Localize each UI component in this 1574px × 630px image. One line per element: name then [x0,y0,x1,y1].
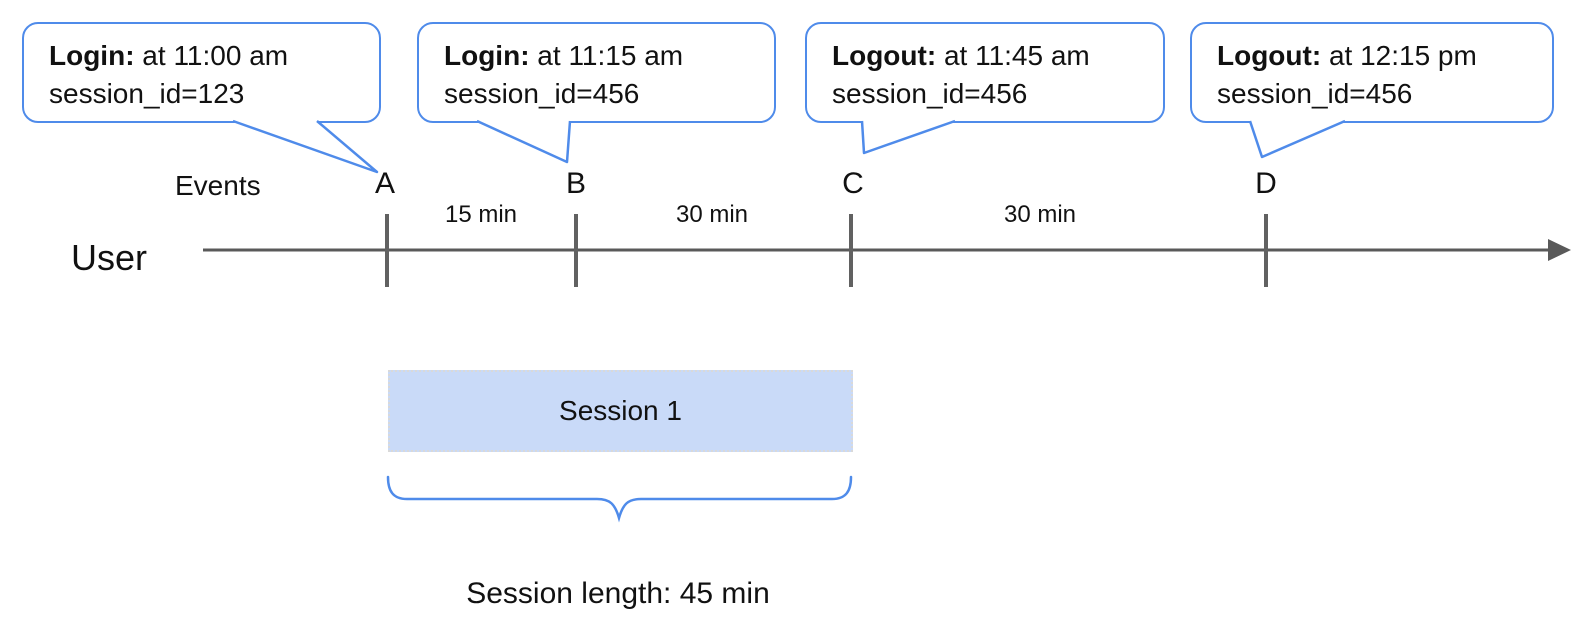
event-time-text: at 12:15 pm [1321,40,1477,71]
user-row-label: User [71,237,148,278]
event-time-text: at 11:00 am [134,40,289,71]
event-label-a: A [374,167,396,200]
event-callout-b: Login: at 11:15 am session_id=456 [417,22,776,123]
session-id-text: session_id=456 [832,78,1028,109]
session-id-text: session_id=456 [444,78,640,109]
callout-line-1: Login: at 11:00 am [49,37,359,75]
interval-label-cd: 30 min [1003,201,1077,228]
event-callout-a: Login: at 11:00 am session_id=123 [22,22,381,123]
callout-line-1: Logout: at 12:15 pm [1217,37,1532,75]
session-1-label: Session 1 [559,395,682,426]
callout-line-1: Logout: at 11:45 am [832,37,1143,75]
session-id-text: session_id=456 [1217,78,1413,109]
callout-tail-b [476,119,572,164]
events-axis-label: Events [175,170,261,201]
interval-label-ab: 15 min [444,201,518,228]
session-1-bar: Session 1 [388,370,853,452]
event-time-text: at 11:15 am [529,40,684,71]
callout-tail-a [232,119,379,174]
event-type-label: Login: [444,40,530,71]
session-length-brace [386,475,853,523]
event-type-label: Logout: [832,40,937,71]
event-type-label: Login: [49,40,135,71]
callout-tail-d [1248,119,1346,159]
callout-tail-c [860,119,956,155]
event-callout-d: Logout: at 12:15 pm session_id=456 [1190,22,1554,123]
event-callout-c: Logout: at 11:45 am session_id=456 [805,22,1165,123]
event-type-label: Logout: [1217,40,1322,71]
timeline-arrowhead-icon [1548,239,1571,261]
session-length-label: Session length: 45 min [466,577,770,610]
event-label-b: B [565,167,587,200]
callout-line-1: Login: at 11:15 am [444,37,754,75]
event-time-text: at 11:45 am [936,40,1090,71]
session-id-text: session_id=123 [49,78,245,109]
event-label-c: C [842,167,864,200]
interval-label-bc: 30 min [675,201,749,228]
event-label-d: D [1255,167,1277,200]
